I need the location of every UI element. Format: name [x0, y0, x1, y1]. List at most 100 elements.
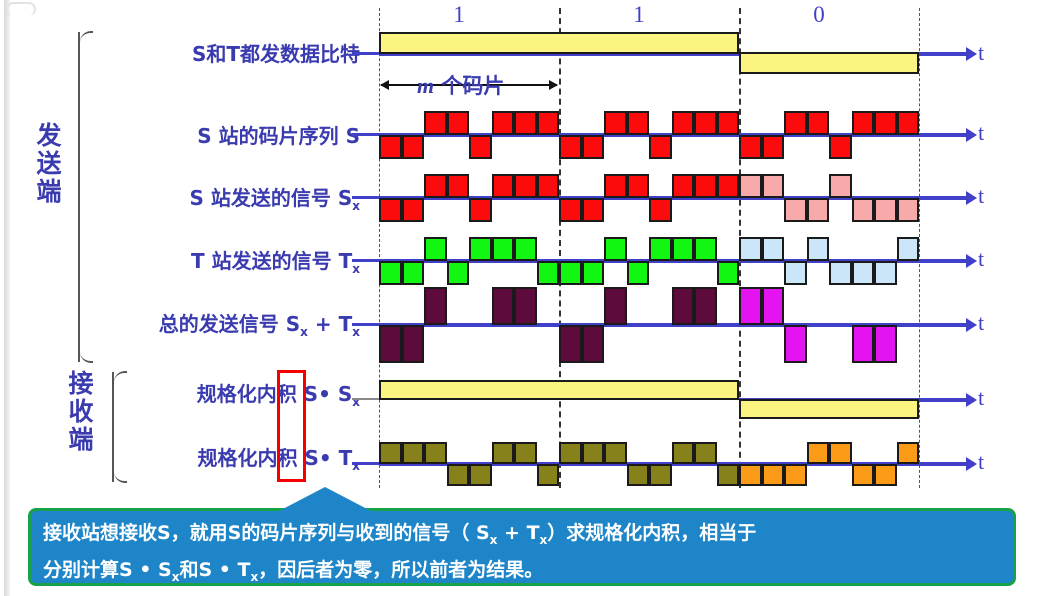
chip-sx-b2-c5 [851, 198, 874, 222]
chip-sx-b2-c6 [874, 198, 897, 222]
chip-s-b1-c7 [716, 111, 739, 135]
chip-stx-b2-c2 [784, 464, 807, 486]
chip-s-b1-c4 [649, 135, 672, 159]
chip-sx-b0-c2 [424, 174, 447, 198]
chip-stx-b2-c3 [806, 442, 829, 464]
chip-stx-b1-c7 [716, 464, 739, 486]
chip-tx-b2-c5 [851, 261, 874, 285]
chip-sx-b1-c2 [604, 174, 627, 198]
chip-s-b2-c7 [896, 111, 919, 135]
callout-line-2: 分别计算S • Sx和S • Tx，因后者为零，所以前者为结果。 [43, 558, 544, 584]
chip-tx-b1-c3 [626, 261, 649, 285]
chip-s-b1-c5 [671, 111, 694, 135]
chip-stx-b0-c1 [401, 442, 424, 464]
chip-sx-b1-c5 [671, 174, 694, 198]
chip-sx-b2-c4 [829, 174, 852, 198]
chip-sx-b0-c3 [446, 174, 469, 198]
receiver-bracket [112, 371, 127, 483]
row-label-data-bits: S和T都发数据比特 [191, 42, 360, 66]
axis-tick-data-bits: t [978, 40, 985, 65]
chip-tx-b1-c1 [581, 261, 604, 285]
chip-stx-b0-c2 [424, 442, 447, 464]
chip-s-b1-c0 [559, 135, 582, 159]
chip-tx-b2-c7 [896, 237, 919, 261]
callout-line-1: 接收站想接收S，就用S的码片序列与收到的信号（ Sx + Tx）求规格化内积，相… [43, 522, 757, 547]
chip-s-b0-c1 [401, 135, 424, 159]
chip-sum-b1-c6 [694, 287, 717, 325]
chip-stx-b0-c3 [446, 464, 469, 486]
chip-sum-b0-c0 [379, 325, 402, 363]
chip-sx-b2-c3 [806, 198, 829, 222]
group-label-receiver: 接收端 [68, 369, 94, 454]
chip-stx-b2-c1 [761, 464, 784, 486]
chip-stx-b0-c5 [491, 442, 514, 464]
chip-tx-b2-c4 [829, 261, 852, 285]
axis-inner-product-s-tx [379, 457, 977, 471]
chip-sx-b2-c1 [761, 174, 784, 198]
chip-stx-b0-c6 [514, 442, 537, 464]
slide-left-edge [4, 0, 10, 596]
chip-stx-b2-c4 [829, 442, 852, 464]
chip-s-b1-c2 [604, 111, 627, 135]
chip-sx-b0-c7 [536, 174, 559, 198]
chip-stx-b2-c7 [896, 442, 919, 464]
chip-stx-b0-c0 [379, 442, 402, 464]
chip-sum-b0-c2 [424, 287, 447, 325]
chip-stx-b1-c6 [694, 442, 717, 464]
chip-stx-b0-c4 [469, 464, 492, 486]
chip-s-b1-c3 [626, 111, 649, 135]
chip-s-b1-c1 [581, 135, 604, 159]
chip-sx-b2-c2 [784, 198, 807, 222]
chip-sum-b1-c2 [604, 287, 627, 325]
chip-s-b2-c0 [739, 135, 762, 159]
chip-sum-b1-c5 [671, 287, 694, 325]
chip-stx-b1-c0 [559, 442, 582, 464]
row-stub-station-t-signal [352, 259, 382, 262]
chip-tx-b1-c6 [694, 237, 717, 261]
chip-stx-b0-c7 [536, 464, 559, 486]
chip-sx-b0-c1 [401, 198, 424, 222]
chip-sx-b2-c0 [739, 174, 762, 198]
pulse-data-bit-0 [379, 32, 739, 54]
m-chips-label: m 个码片 [417, 73, 505, 98]
chip-sum-b2-c0 [739, 287, 762, 325]
chip-stx-b1-c4 [649, 464, 672, 486]
chip-tx-b0-c7 [536, 261, 559, 285]
chip-stx-b2-c5 [851, 464, 874, 486]
row-label-station-t-signal: T 站发送的信号 Tx [191, 249, 360, 276]
axis-tick-chip-sequence-s: t [978, 120, 985, 145]
chip-sum-b2-c2 [784, 325, 807, 363]
row-stub-chip-sequence-s [352, 133, 382, 136]
chip-s-b2-c1 [761, 135, 784, 159]
chip-s-b0-c2 [424, 111, 447, 135]
chip-sum-b2-c1 [761, 287, 784, 325]
axis-tick-inner-product-s-tx: t [978, 449, 985, 474]
chip-stx-b2-c6 [874, 464, 897, 486]
chip-stx-b2-c0 [739, 464, 762, 486]
row-label-total-signal: 总的发送信号 Sx + Tx [158, 312, 360, 339]
pulse-inner-product-s-sx-bit0 [379, 380, 739, 400]
highlight-box-s-symbol [277, 370, 306, 482]
chip-tx-b1-c2 [604, 237, 627, 261]
group-label-sender: 发送端 [36, 121, 62, 206]
chip-sx-b2-c7 [896, 198, 919, 222]
axis-data-bits [379, 47, 977, 61]
axis-tick-station-t-signal: t [978, 246, 985, 271]
chip-s-b2-c4 [829, 135, 852, 159]
m-chips-measure-arrow [380, 80, 558, 90]
chip-sx-b0-c5 [491, 174, 514, 198]
chip-s-b0-c5 [491, 111, 514, 135]
row-stub-inner-product-s-tx [352, 462, 382, 465]
callout-banner: 接收站想接收S，就用S的码片序列与收到的信号（ Sx + Tx）求规格化内积，相… [28, 484, 1016, 586]
chip-tx-b0-c2 [424, 237, 447, 261]
chip-tx-b0-c0 [379, 261, 402, 285]
row-label-inner-product-s-tx: 规格化内积 S• Tx [197, 446, 360, 473]
chip-sum-b2-c6 [874, 325, 897, 363]
chip-s-b0-c7 [536, 111, 559, 135]
chip-s-b0-c4 [469, 135, 492, 159]
chip-sx-b0-c6 [514, 174, 537, 198]
chip-sx-b1-c6 [694, 174, 717, 198]
row-label-inner-product-s-sx: 规格化内积 S• Sx [196, 382, 360, 409]
chip-sum-b0-c1 [401, 325, 424, 363]
